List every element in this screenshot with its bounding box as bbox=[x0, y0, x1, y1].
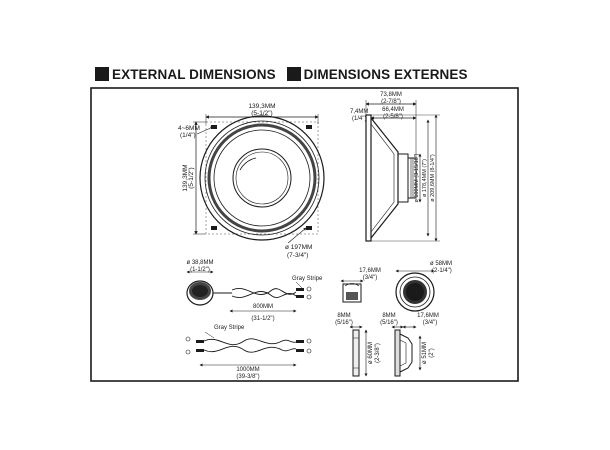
tweeter-mount2-h-in: (3/4") bbox=[423, 320, 437, 326]
bullet-square-icon bbox=[95, 67, 109, 81]
tweeter-mount-a-mm: 8MM bbox=[337, 313, 350, 319]
woofer-magnet-dia: ø 100MM (3-15/16") bbox=[414, 153, 420, 202]
woofer-front-view bbox=[193, 114, 325, 244]
tweeter-mount2-a-mm: 8MM bbox=[382, 313, 395, 319]
tweeter-stripe-label: Gray Stripe bbox=[292, 276, 323, 282]
tweeter-front-dia-in: (2-1/4") bbox=[432, 268, 452, 274]
tweeter-mount2-a-in: (5/16") bbox=[380, 320, 398, 326]
tweeter-side-h-in: (3/4") bbox=[363, 275, 377, 281]
tweeter-mount-b-mm: ø 60MM bbox=[368, 342, 374, 364]
drawing-frame bbox=[90, 87, 519, 382]
tweeter-side-view bbox=[340, 279, 364, 303]
section-heading: EXTERNAL DIMENSIONS DIMENSIONS EXTERNES bbox=[95, 66, 468, 82]
woofer-flange-in: (1/4") bbox=[352, 116, 366, 122]
tweeter-mount2-d-in: (2") bbox=[429, 348, 435, 357]
woofer-side-view bbox=[365, 100, 440, 242]
woofer-height-mm: 139,3MM bbox=[182, 164, 189, 191]
tweeter-wire-len-mm: 800MM bbox=[253, 304, 273, 310]
title-french: DIMENSIONS EXTERNES bbox=[303, 66, 468, 82]
crossover-wire-len-mm: 1000MM bbox=[236, 367, 259, 373]
woofer-flange-mm: 7,4MM bbox=[350, 109, 368, 115]
tweeter-wire-len-in: (31-1/2") bbox=[251, 316, 274, 322]
crossover-wire-len-in: (39-3/8") bbox=[236, 374, 259, 380]
tweeter-wire-view bbox=[186, 270, 312, 313]
tweeter-dia-in: (1-1/2") bbox=[190, 267, 210, 273]
title-english: EXTERNAL DIMENSIONS bbox=[112, 66, 276, 82]
crossover-wire-view bbox=[185, 331, 312, 367]
woofer-hole-mm: 4~6MM bbox=[178, 125, 200, 132]
woofer-width-in: (5-1/2") bbox=[251, 110, 272, 117]
tweeter-mount2-d-mm: ø 51MM bbox=[422, 342, 428, 364]
tweeter-mount-view bbox=[349, 325, 368, 377]
woofer-basket-dia: ø 178,4MM (7") bbox=[422, 159, 428, 197]
tweeter-dia-mm: ø 38,8MM bbox=[186, 260, 213, 266]
woofer-hole-in: (1/4") bbox=[180, 132, 196, 139]
tweeter-front-dia-mm: ø 58MM bbox=[430, 261, 452, 267]
woofer-width-mm: 139,3MM bbox=[248, 103, 275, 110]
tweeter-mount-b-in: (2-3/8") bbox=[375, 343, 381, 363]
woofer-height-in: (5-1/2") bbox=[188, 167, 195, 188]
tweeter-mount-a-in: (5/16") bbox=[335, 320, 353, 326]
woofer-depth2-in: (2-5/8") bbox=[383, 114, 403, 120]
woofer-dia-mm: ø 197MM bbox=[285, 244, 312, 251]
woofer-depth2-mm: 66,4MM bbox=[382, 107, 404, 113]
bullet-square-icon bbox=[286, 67, 301, 81]
crossover-stripe-label: Gray Stripe bbox=[214, 325, 245, 331]
tweeter-front-view bbox=[395, 269, 435, 312]
tweeter-mount2-h-mm: 17,6MM bbox=[417, 313, 439, 319]
woofer-depth-in: (2-7/8") bbox=[381, 99, 401, 105]
woofer-dia-in: (7-3/4") bbox=[287, 252, 308, 259]
tweeter-side-h-mm: 17,6MM bbox=[359, 268, 381, 274]
woofer-outer-dia: ø 209,6MM (8-1/4") bbox=[430, 154, 436, 202]
tweeter-mount-side-view bbox=[391, 325, 422, 377]
woofer-depth-mm: 73,8MM bbox=[380, 92, 402, 98]
